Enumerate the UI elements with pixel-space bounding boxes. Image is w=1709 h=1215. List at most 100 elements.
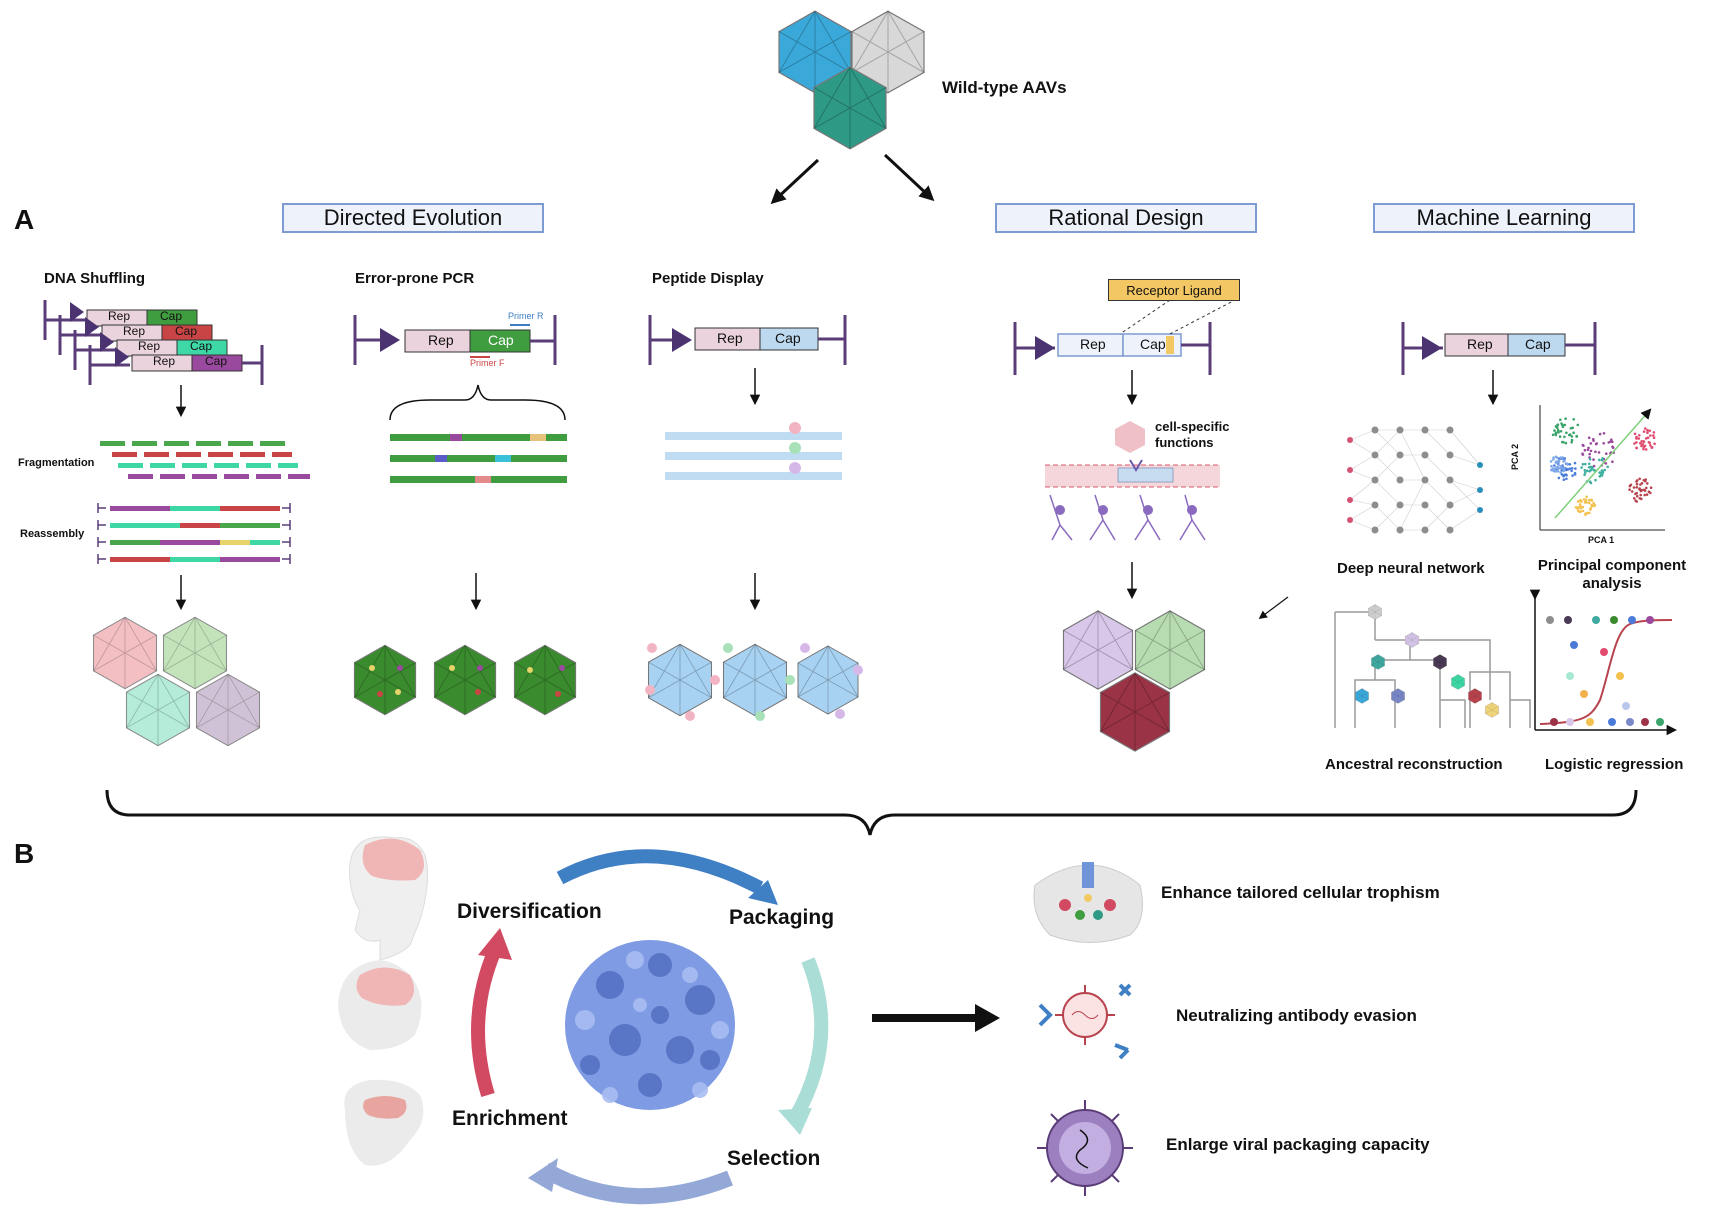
pca-point (1639, 493, 1642, 497)
pca-point (1598, 432, 1602, 436)
section-directed-evolution: Directed Evolution (282, 203, 544, 233)
dna-shuffling-constructs (43, 300, 264, 385)
pca-point (1562, 473, 1566, 477)
viral-capacity-icon (1037, 1100, 1133, 1196)
pca-scatter-graphic (1539, 405, 1665, 531)
pca-point (1586, 448, 1590, 452)
rep-label: Rep (123, 324, 146, 338)
pca-point (1638, 497, 1642, 500)
pca-point (1558, 435, 1562, 438)
pca-point (1588, 511, 1591, 515)
cap-label: Cap (175, 324, 198, 338)
pca-point (1579, 510, 1582, 513)
peptide-construct (648, 315, 847, 365)
dna-shuffling-label: DNA Shuffling (44, 270, 146, 287)
pca-point (1649, 444, 1652, 447)
regression-point (1626, 718, 1634, 726)
cap-label: Cap (1140, 336, 1166, 352)
pca-point (1568, 467, 1571, 471)
pca-point (1581, 443, 1585, 447)
pca-point (1568, 463, 1572, 466)
pca-point (1643, 444, 1647, 448)
pca-point (1593, 503, 1597, 507)
pca-point (1552, 469, 1555, 473)
rep-label: Rep (138, 339, 161, 353)
pca-point (1583, 473, 1586, 477)
cycle-arrow-selection (788, 957, 829, 1122)
reassembly-label: Reassembly (20, 528, 85, 540)
pca-point (1580, 466, 1583, 469)
pca-point (1581, 452, 1584, 456)
pca-point (1640, 444, 1643, 448)
packaging-label: Packaging (729, 906, 835, 929)
pca-point (1562, 440, 1565, 444)
pca-point (1572, 431, 1575, 435)
ancestral-tree-nodes (1355, 604, 1499, 718)
pca-point (1638, 477, 1641, 481)
pca-point (1556, 465, 1560, 469)
pca-point (1588, 498, 1591, 502)
rep-label: Rep (428, 332, 454, 348)
pca-point (1632, 486, 1636, 489)
pca-point (1606, 465, 1609, 469)
peptide-display-label: Peptide Display (652, 270, 764, 287)
cap-label: Cap (205, 354, 228, 368)
pca-point (1560, 466, 1563, 469)
regression-point (1550, 718, 1558, 726)
regression-point (1580, 690, 1588, 698)
pca-point (1652, 431, 1656, 434)
pca-point (1584, 512, 1587, 515)
pca-point (1635, 437, 1638, 440)
pca-point (1611, 460, 1614, 464)
receptor-ligand-label: Receptor Ligand (1108, 279, 1240, 301)
pca1-label: PCA 1 (1588, 535, 1615, 545)
pca-point (1553, 464, 1556, 467)
pca-point (1559, 471, 1562, 474)
pca-point (1557, 463, 1560, 467)
regression-point (1646, 616, 1654, 624)
pca-point (1583, 468, 1587, 472)
pca-point (1639, 483, 1642, 486)
pca-point (1584, 471, 1587, 474)
pca-point (1594, 450, 1597, 454)
pca-point (1574, 467, 1577, 470)
rep-label: Rep (153, 354, 176, 368)
pca-point (1559, 456, 1563, 459)
cap-label: Cap (160, 309, 183, 323)
pca-point (1592, 439, 1595, 443)
pca-point (1549, 460, 1553, 463)
pca-point (1592, 458, 1595, 461)
regression-point (1610, 616, 1618, 624)
pca-point (1560, 473, 1564, 476)
rep-label: Rep (108, 309, 131, 323)
primer-r-label: Primer R (508, 311, 544, 321)
pca-point (1570, 438, 1574, 442)
enrichment-label: Enrichment (452, 1107, 568, 1130)
pca-point (1564, 417, 1567, 421)
regression-point (1564, 616, 1572, 624)
peptide-capsids (645, 643, 863, 721)
pca-point (1633, 432, 1637, 436)
regression-point (1566, 672, 1574, 680)
pca-point (1583, 448, 1587, 452)
pca-point (1588, 458, 1592, 461)
pca-point (1646, 428, 1649, 432)
pca-point (1609, 440, 1612, 443)
pca-point (1628, 488, 1631, 492)
pca-point (1576, 507, 1579, 510)
logistic-regression-label: Logistic regression (1545, 756, 1684, 773)
pca-point (1592, 501, 1595, 505)
pca-point (1630, 490, 1634, 493)
cycle-arrow-enrichment (541, 1163, 733, 1205)
pca-point (1594, 478, 1597, 482)
pca-point (1644, 437, 1648, 440)
rational-construct (1013, 299, 1236, 375)
pca-point (1565, 462, 1569, 466)
pca-point (1573, 471, 1577, 475)
pca-point (1649, 491, 1652, 495)
pca-point (1563, 435, 1566, 439)
pca-point (1635, 482, 1639, 486)
pca-point (1588, 480, 1592, 484)
neural-network-graphic (1347, 426, 1483, 534)
